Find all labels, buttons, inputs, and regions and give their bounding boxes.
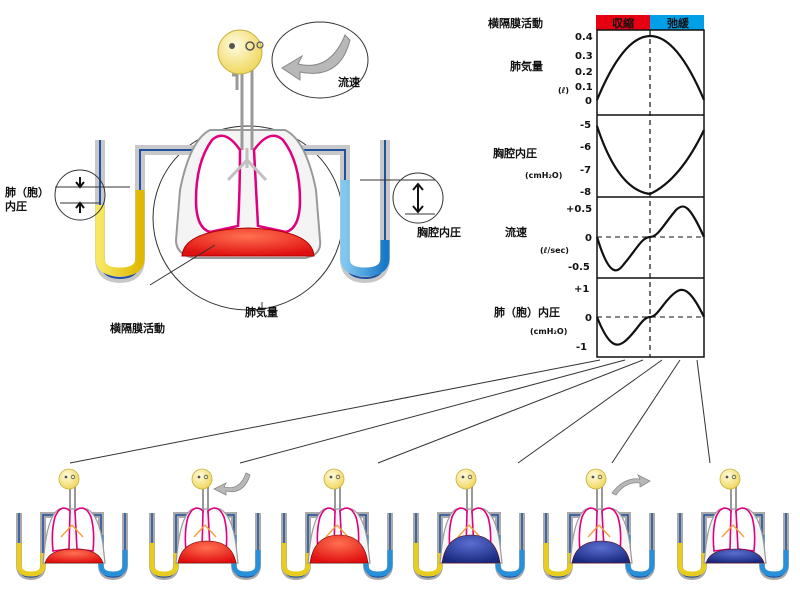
apparatus-frame bbox=[149, 468, 261, 581]
tick: 0.3 bbox=[575, 51, 593, 62]
apparatus-frame bbox=[281, 468, 393, 581]
tick: 0 bbox=[585, 313, 592, 324]
pleural-pressure-curve bbox=[595, 125, 705, 196]
lung-volume-curve bbox=[595, 35, 706, 101]
diaphragm-label: 横隔膜活動 bbox=[110, 321, 165, 335]
apparatus-frame bbox=[413, 468, 525, 581]
right-lung bbox=[252, 134, 302, 234]
panel-1-unit: (ℓ) bbox=[558, 86, 569, 95]
left-manometer bbox=[95, 140, 225, 284]
panel-2-unit: (cmH₂O) bbox=[525, 171, 562, 180]
airflow-arrow-icon bbox=[611, 474, 651, 496]
tick: -6 bbox=[580, 142, 591, 153]
left-pressure-gauge bbox=[54, 169, 130, 221]
tick: -1 bbox=[576, 342, 587, 353]
connector-lines bbox=[69, 359, 711, 464]
tick: -7 bbox=[580, 165, 591, 176]
lung-pressure-label: 肺（胞） bbox=[5, 185, 49, 199]
flow-label: 流速 bbox=[338, 75, 360, 89]
tick: -8 bbox=[580, 187, 591, 198]
tick: 0.2 bbox=[575, 67, 593, 78]
lung-pressure-label-2: 内圧 bbox=[5, 199, 27, 213]
face-icon bbox=[217, 29, 264, 75]
tick: 0 bbox=[585, 96, 592, 107]
phase-contract-label: 収縮 bbox=[612, 16, 634, 30]
apparatus-frame bbox=[543, 468, 655, 581]
apparatus-frame bbox=[16, 468, 128, 581]
apparatus-frame bbox=[677, 468, 789, 581]
tick: +0.5 bbox=[566, 204, 592, 215]
lung-volume-label: 肺気量 bbox=[245, 305, 278, 319]
main-apparatus: 肺（胞） 内圧 流速 胸腔内圧 横隔膜活動 肺気量 bbox=[5, 21, 461, 335]
tick: 0 bbox=[585, 233, 592, 244]
tick: -5 bbox=[580, 120, 591, 131]
panel-4-unit: (cmH₂O) bbox=[530, 327, 567, 336]
tick: +1 bbox=[574, 284, 589, 295]
airflow-arrow-icon bbox=[213, 472, 251, 496]
left-lung bbox=[194, 134, 242, 234]
panel-3-unit: (ℓ/sec) bbox=[540, 246, 569, 255]
phase-relax-bar bbox=[650, 15, 704, 30]
phase-relax-label: 弛緩 bbox=[667, 16, 690, 30]
lung-pressure-curve bbox=[595, 288, 705, 346]
panel-3-label: 流速 bbox=[505, 225, 527, 239]
tick: 0.1 bbox=[575, 82, 593, 93]
graph: 横隔膜活動 収縮 弛緩 肺気量 (ℓ) 胸腔内圧 (cmH₂O) 流速 (ℓ/s… bbox=[488, 15, 706, 358]
frame-strip bbox=[16, 468, 789, 581]
panel-4-label: 肺（胞）内圧 bbox=[494, 305, 560, 319]
tick: 0.4 bbox=[575, 32, 593, 43]
diaphragm bbox=[181, 227, 315, 257]
airflow-arrow-icon bbox=[271, 21, 369, 99]
phase-contract-bar bbox=[596, 15, 650, 30]
panel-1-label: 肺気量 bbox=[510, 59, 543, 73]
pleural-pressure-label: 胸腔内圧 bbox=[417, 225, 461, 239]
right-pressure-gauge bbox=[360, 172, 444, 224]
flow-curve bbox=[595, 205, 706, 272]
panel-2-label: 胸腔内圧 bbox=[493, 146, 537, 160]
graph-header: 横隔膜活動 bbox=[488, 16, 543, 30]
right-manometer bbox=[270, 140, 390, 284]
tick: -0.5 bbox=[568, 262, 590, 273]
